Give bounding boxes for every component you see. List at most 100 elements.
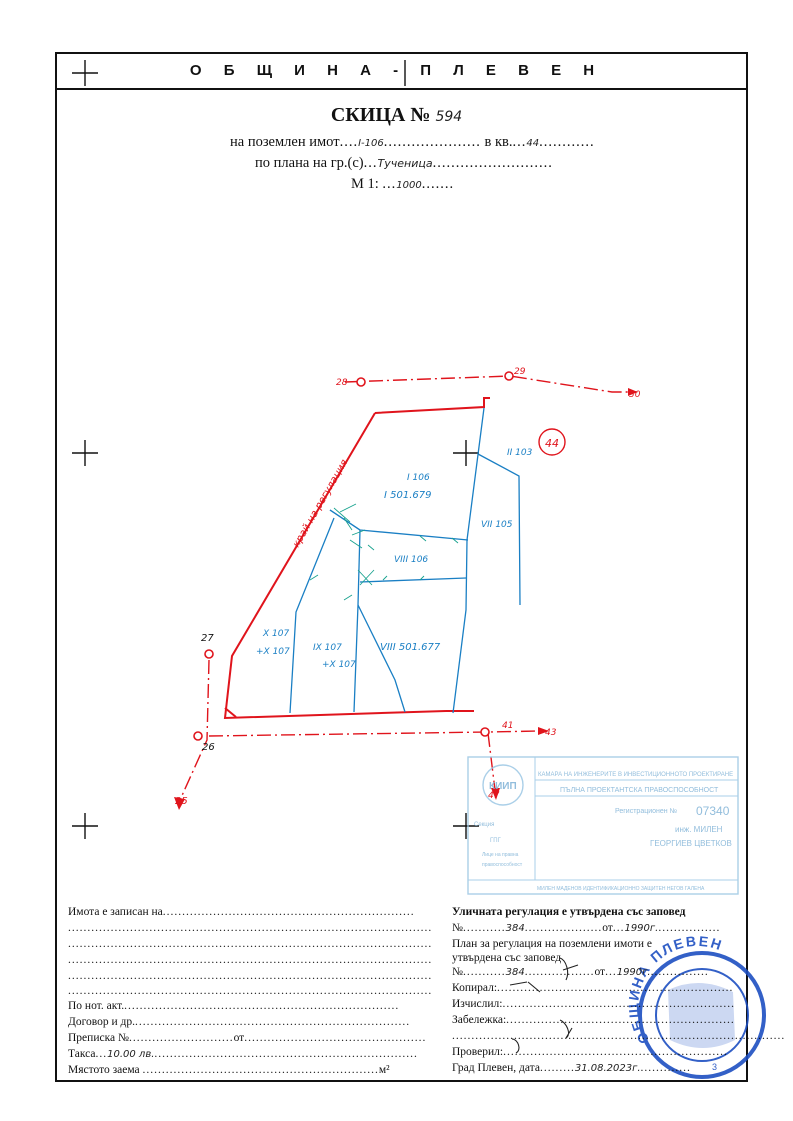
plan-label: по плана на гр.(с) [255, 155, 364, 171]
header-band [55, 52, 748, 90]
order2-from: от [594, 966, 606, 978]
owner-label: Имота е записан на [68, 906, 163, 918]
issue-date: 31.08.2023г. [574, 1063, 641, 1074]
plan-value: Тученица [377, 157, 433, 170]
blank-row-2: ........................................… [68, 938, 433, 950]
registration-crosses [72, 60, 479, 839]
scale-line: М 1: ...1000....... [351, 176, 455, 192]
transcript-from: от [233, 1032, 245, 1044]
lot-viii-area: VIII 501.677 [380, 642, 441, 653]
lot-ix-index: +X 107 [322, 660, 356, 670]
sketch-number: 594 [435, 109, 463, 125]
lot-i-area: I 501.679 [384, 490, 431, 501]
stamp-reg-label: Регистрационен № [615, 808, 677, 815]
copied-label: Копирал: [452, 982, 498, 994]
sketch-title: СКИЦА № 594 [0, 104, 793, 127]
lot-x-label: X 107 [262, 629, 289, 639]
axis-arrows [174, 388, 638, 810]
plan-reg-row-1: План за регулация на поземлени имоти е [452, 938, 652, 950]
checked-row: Проверил:...............................… [452, 1046, 728, 1058]
area-label: Мястото заема [68, 1064, 140, 1076]
stamp-side3: Лице на правна [482, 852, 519, 858]
city-date-row: Град Плевен, дата.........31.08.2023г...… [452, 1062, 691, 1074]
signatures [509, 957, 579, 1054]
order2-num-label: № [452, 966, 463, 978]
plan-line: по плана на гр.(с)...Тученица...........… [255, 155, 553, 171]
stamp-reg-number: 07340 [696, 804, 730, 818]
block-value: 44 [526, 138, 540, 149]
lot-ix-label: IX 107 [313, 643, 342, 653]
fee-value: 10.00 лв. [107, 1049, 155, 1060]
scale-value: 1000 [396, 180, 422, 191]
notary-row: По нот. акт.............................… [68, 1000, 400, 1012]
copied-row: Копирал:................................… [452, 982, 734, 994]
lot-viii-top-label: VIII 106 [394, 555, 428, 565]
property-line: на поземлен имот....I-106...............… [230, 134, 595, 150]
order2-row: №...........384..................от...19… [452, 966, 709, 978]
block-label: в кв. [484, 134, 513, 150]
fee-label: Такса [68, 1048, 96, 1060]
transcript-row: Преписка №...........................от.… [68, 1032, 427, 1044]
order1-row: №...........384....................от...… [452, 922, 721, 934]
plan-reg-line1: План за регулация на поземлени имоти е [452, 938, 653, 950]
blank-row-5: ........................................… [68, 985, 433, 997]
regulation-boundary [223, 397, 490, 720]
plan-reg-row-2: утвърдена със заповед [452, 952, 561, 964]
order1-num: 384 [505, 923, 525, 934]
street-reg-row: Уличната регулация е утвърдена със запов… [452, 906, 685, 918]
point-28: 28 [336, 378, 348, 388]
stamp-side2: ГПГ [490, 838, 502, 844]
stamp-line1: КАМАРА НА ИНЖЕНЕРИТЕ В ИНВЕСТИЦИОННОТО П… [538, 772, 733, 778]
stamp-side1: Секция [474, 822, 494, 828]
city-date-label: Град Плевен, дата [452, 1062, 540, 1074]
point-41: 41 [502, 721, 513, 731]
calc-label: Изчислил: [452, 998, 503, 1010]
transcript-label: Преписка № [68, 1032, 129, 1044]
block-number-label: 44 [545, 437, 559, 450]
property-label: на поземлен имот [230, 134, 340, 150]
engineer-stamp: КИИП КАМАРА НА ИНЖЕНЕРИТЕ В ИНВЕСТИЦИОНН… [467, 756, 739, 895]
stamp-side4: правоспособност [482, 862, 523, 868]
contract-label: Договор и др. [68, 1016, 136, 1028]
area-unit: м² [378, 1064, 390, 1076]
fee-row: Такса...10.00 лв........................… [68, 1048, 418, 1060]
notary-label: По нот. акт. [68, 1000, 125, 1012]
point-26: 26 [202, 742, 215, 753]
point-27: 27 [201, 633, 214, 644]
plan-reg-line2: утвърдена със заповед [452, 952, 562, 964]
stamp-name2: ГЕОРГИЕВ ЦВЕТКОВ [650, 839, 732, 848]
sheet-frame [55, 52, 748, 1082]
checked-label: Проверил: [452, 1046, 504, 1058]
regulation-edge-label: край на регулация [291, 458, 350, 550]
block-circle [538, 428, 566, 456]
stamp-name1: инж. МИЛЕН [675, 825, 723, 834]
point-25: 25 [175, 796, 188, 807]
note-label: Забележка: [452, 1014, 507, 1026]
contract-row: Договор и др............................… [68, 1016, 411, 1028]
blank-row-1: ........................................… [68, 922, 433, 934]
street-axis-lines [179, 375, 628, 801]
lot-ii-label: II 103 [507, 448, 533, 458]
property-value: I-106 [358, 138, 384, 149]
order1-num-label: № [452, 922, 463, 934]
note-row: Забележка:..............................… [452, 1014, 735, 1026]
scale-label: М 1: [351, 176, 379, 192]
order2-num: 384 [505, 967, 525, 978]
order1-from: от [602, 922, 613, 934]
lot-boundaries [289, 407, 521, 714]
point-30: 30 [629, 390, 641, 400]
lot-i-index: I 106 [407, 473, 430, 483]
owner-row: Имота е записан на......................… [68, 906, 415, 918]
street-reg-label: Уличната регулация е утвърдена със запов… [452, 906, 686, 918]
survey-points [193, 371, 514, 741]
calc-row: Изчислил:...............................… [452, 998, 735, 1010]
point-29: 29 [514, 367, 526, 377]
point-47: 47 [488, 791, 500, 801]
note-blank-row: ........................................… [452, 1030, 786, 1042]
lot-vii-label: VII 105 [481, 520, 513, 530]
order2-date: 1990г. [616, 967, 651, 978]
seal-digit: 3 [712, 1062, 717, 1072]
stamp-footer: МИЛЕН МАДЕНОВ ИДЕНТИФИКАЦИОННО ЗАЩИТЕН Н… [537, 886, 705, 892]
municipality-header: О Б Щ И Н А - П Л Е В Е Н [189, 62, 604, 79]
area-row: Мястото заема ..........................… [68, 1064, 390, 1076]
